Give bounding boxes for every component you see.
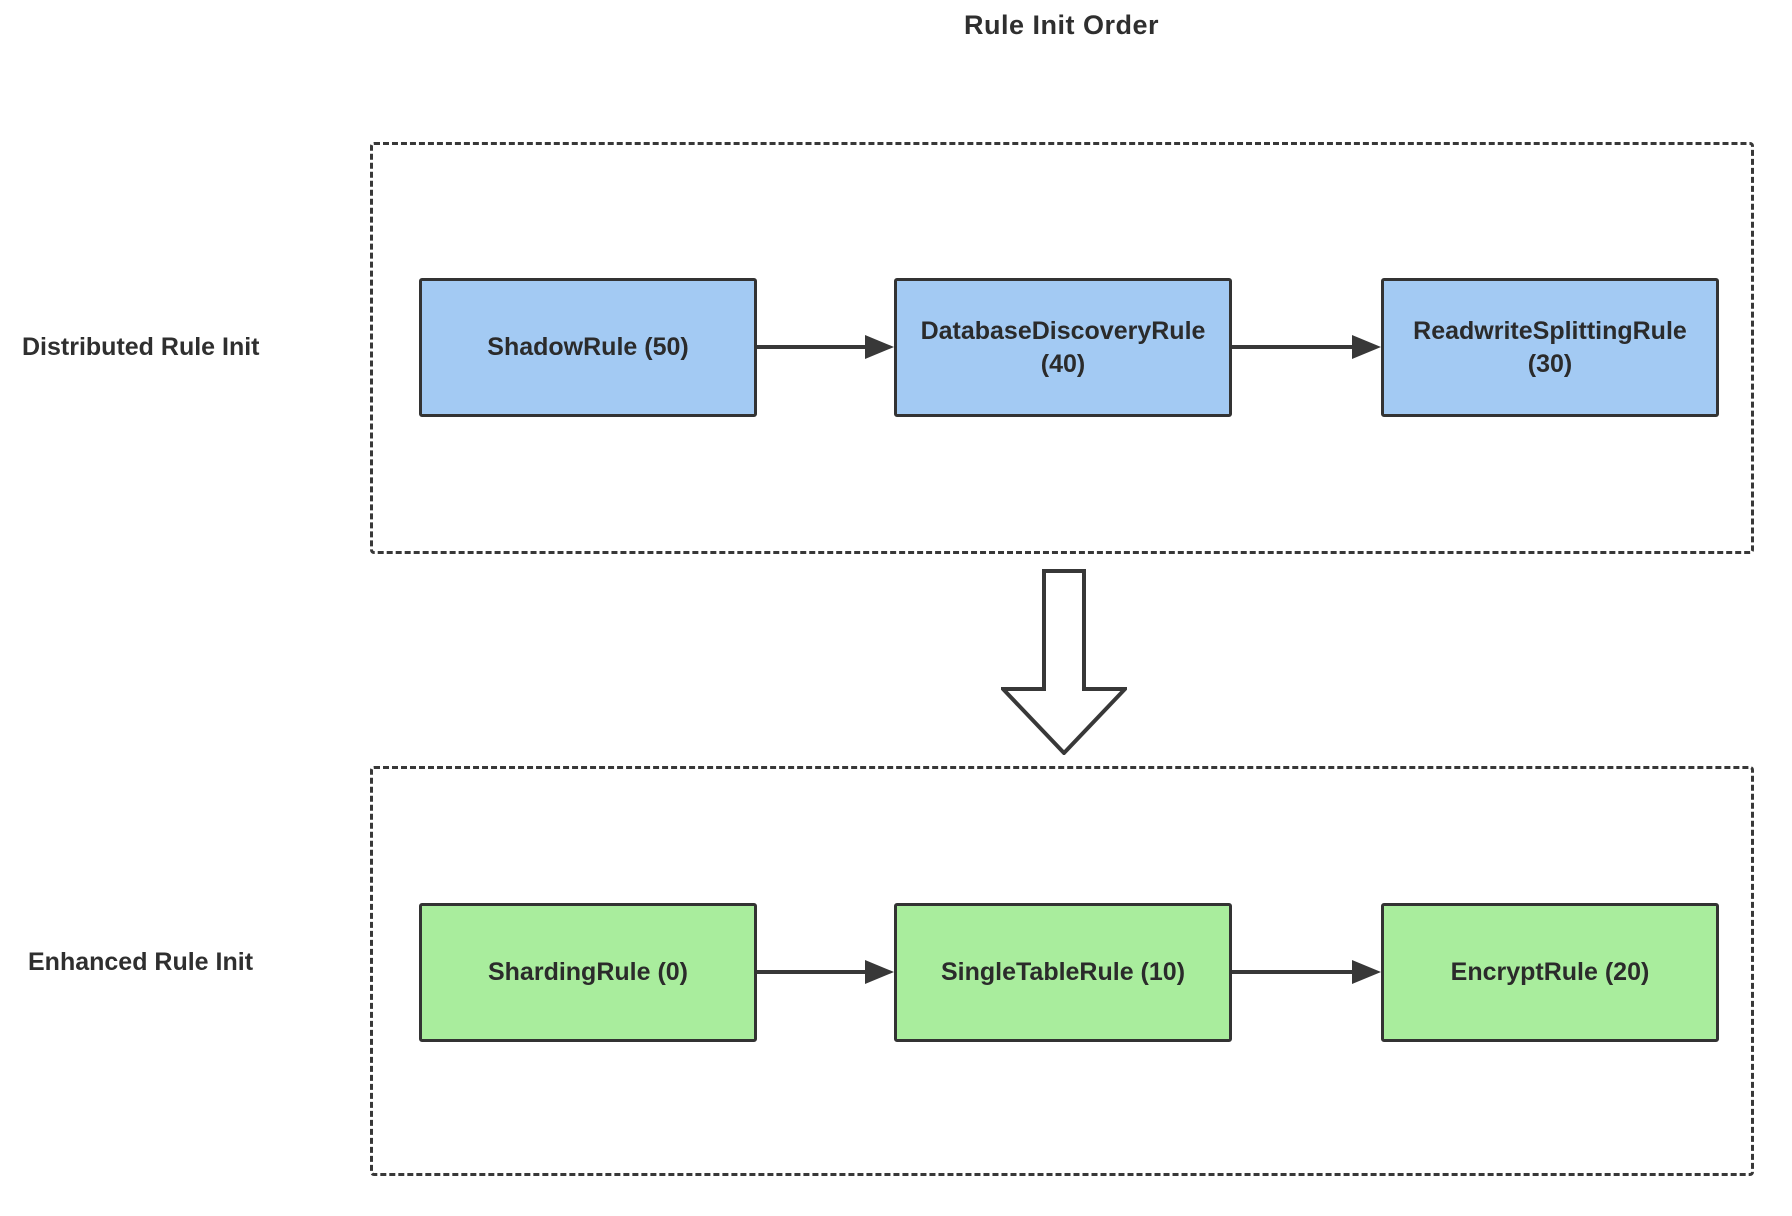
enhanced-rule-init-label: Enhanced Rule Init — [28, 948, 254, 976]
node-sharding-rule: ShardingRule (0) — [419, 903, 757, 1042]
node-readwrite-splitting-rule-label: ReadwriteSplittingRule (30) — [1413, 317, 1687, 378]
arrow-line — [757, 345, 865, 349]
arrowhead-right-icon — [865, 335, 894, 359]
node-single-table-rule: SingleTableRule (10) — [894, 903, 1232, 1042]
arrow-shadow-to-databasediscovery — [757, 333, 894, 361]
node-shadow-rule: ShadowRule (50) — [419, 278, 757, 417]
enhanced-rule-init-container — [370, 766, 1754, 1176]
arrow-line — [1232, 970, 1352, 974]
arrow-sharding-to-singletable — [757, 958, 894, 986]
down-arrow-icon — [1001, 569, 1127, 755]
arrowhead-right-icon — [1352, 960, 1381, 984]
distributed-rule-init-container — [370, 142, 1754, 554]
arrow-line — [757, 970, 865, 974]
diagram-title: Rule Init Order — [963, 10, 1160, 40]
arrowhead-right-icon — [1352, 335, 1381, 359]
node-database-discovery-rule: DatabaseDiscoveryRule (40) — [894, 278, 1232, 417]
arrow-line — [1232, 345, 1352, 349]
node-encrypt-rule: EncryptRule (20) — [1381, 903, 1719, 1042]
node-encrypt-rule-label: EncryptRule (20) — [1450, 958, 1650, 987]
node-readwrite-splitting-rule: ReadwriteSplittingRule (30) — [1381, 278, 1719, 417]
node-sharding-rule-label: ShardingRule (0) — [487, 958, 688, 987]
node-shadow-rule-label: ShadowRule (50) — [487, 333, 689, 362]
node-single-table-rule-label: SingleTableRule (10) — [940, 958, 1186, 987]
distributed-rule-init-label: Distributed Rule Init — [22, 333, 260, 361]
node-database-discovery-rule-label: DatabaseDiscoveryRule (40) — [920, 317, 1206, 378]
arrow-singletable-to-encrypt — [1232, 958, 1381, 986]
arrowhead-right-icon — [865, 960, 894, 984]
arrow-databasediscovery-to-readwritesplitting — [1232, 333, 1381, 361]
